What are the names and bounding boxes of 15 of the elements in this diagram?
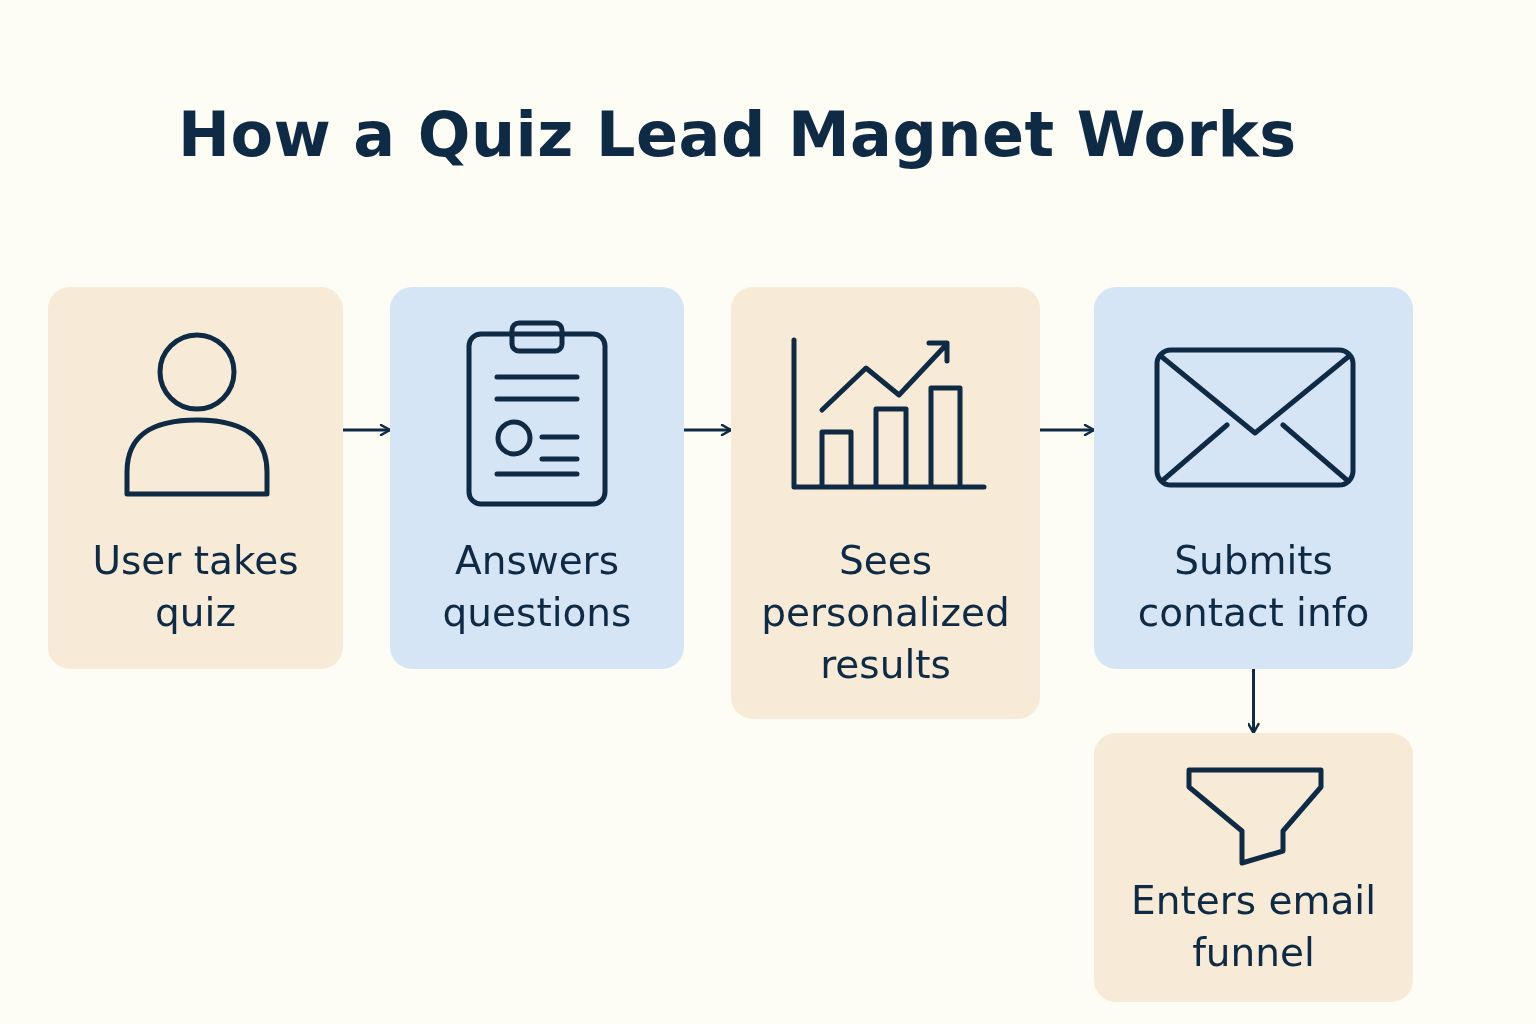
step-label: Submits contact info xyxy=(1136,537,1371,637)
step-card xyxy=(1094,287,1413,669)
arrow xyxy=(682,423,733,437)
step-card xyxy=(731,287,1040,719)
step-card xyxy=(1094,733,1413,1002)
step-label: Answers questions xyxy=(441,537,633,637)
diagram-title: How a Quiz Lead Magnet Works xyxy=(178,98,1297,171)
arrow xyxy=(341,423,392,437)
arrow xyxy=(1247,667,1260,735)
step-card xyxy=(48,287,343,669)
step-label: Enters email funnel xyxy=(1130,877,1377,977)
step-label: User takes quiz xyxy=(91,537,300,637)
arrow xyxy=(1038,423,1096,437)
step-label: Sees personalized results xyxy=(760,537,1011,689)
step-card xyxy=(390,287,684,669)
